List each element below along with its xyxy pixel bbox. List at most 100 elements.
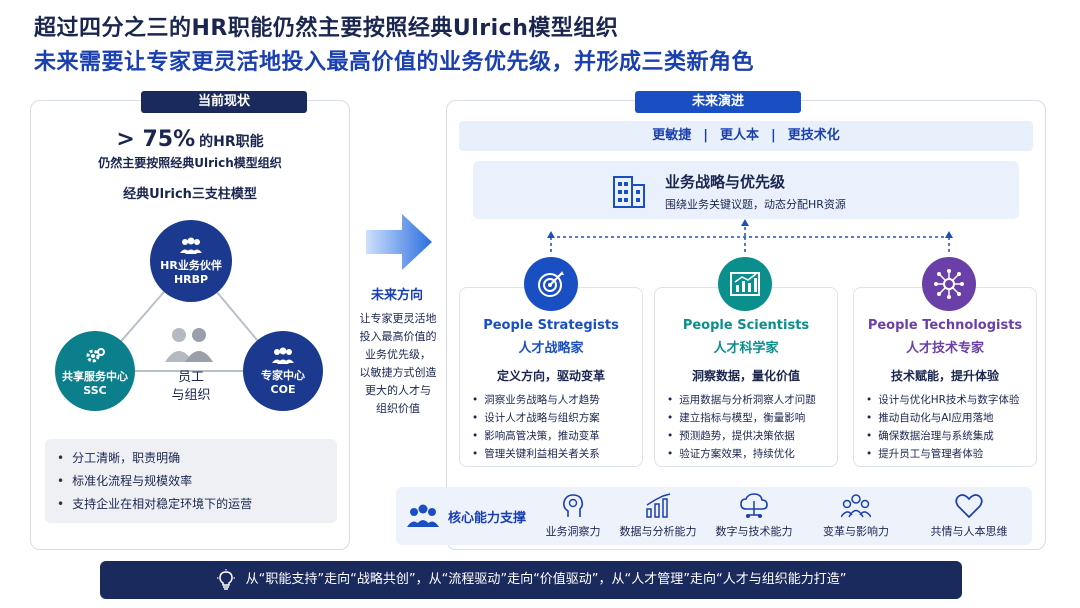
future-attributes-banner: 更敏捷 | 更人本 | 更技术化 bbox=[459, 121, 1033, 151]
role-title-en: People Strategists bbox=[483, 318, 619, 333]
stat-percent: > 75% bbox=[116, 127, 196, 152]
coe-label-cn: 专家中心 bbox=[261, 368, 305, 382]
footer-summary-bar: 从“职能支持”走向“战略共创”，从“流程驱动”走向“价值驱动”，从“人才管理”走… bbox=[100, 561, 962, 599]
right-arrow-icon bbox=[366, 214, 432, 270]
list-item: 管理关键利益相关者关系 bbox=[472, 445, 600, 463]
pillar-triangle bbox=[92, 259, 286, 372]
attribute-tech: 更技术化 bbox=[787, 128, 840, 143]
list-item: 分工清晰，职责明确 bbox=[57, 447, 325, 470]
list-item: 标准化流程与规模效率 bbox=[57, 470, 325, 493]
ssc-label-cn: 共享服务中心 bbox=[62, 369, 128, 383]
list-item: 推动自动化与AI应用落地 bbox=[866, 409, 1019, 427]
attribute-agile: 更敏捷 bbox=[652, 128, 692, 143]
role-title-cn: 人才战略家 bbox=[518, 341, 584, 356]
direction-line: 更大的人才与 bbox=[365, 384, 431, 397]
direction-line: 以敏捷方式创造 bbox=[359, 366, 437, 379]
brain-head-icon bbox=[563, 494, 584, 517]
role-title-en: People Scientists bbox=[682, 318, 810, 333]
attribute-human: 更人本 bbox=[719, 128, 759, 143]
core-capabilities-bar: 核心能力支撑 业务洞察力 数据与分析能力 数字与技术能力 bbox=[396, 487, 1032, 545]
direction-line: 组织价值 bbox=[376, 402, 420, 415]
list-item: 影响高管决策，推动变革 bbox=[472, 427, 600, 445]
future-state-panel: 未来演进 更敏捷 | 更人本 | 更技术化 业务战略与优先级 围绕业务关键议题，动态分配… bbox=[446, 91, 1046, 550]
core-capabilities-title: 核心能力支撑 bbox=[448, 511, 527, 526]
ssc-label-en: SSC bbox=[83, 383, 107, 397]
coe-label-en: COE bbox=[270, 382, 296, 396]
list-item: 运用数据与分析洞察人才问题 bbox=[667, 391, 816, 409]
people-influence-icon bbox=[841, 494, 871, 518]
strategy-subtitle: 围绕业务关键议题，动态分配HR资源 bbox=[665, 198, 846, 211]
role-card-technologists: People Technologists 人才技术专家 技术赋能，提升体验 设计… bbox=[853, 287, 1037, 467]
capability-label: 变革与影响力 bbox=[823, 525, 889, 538]
analytics-icon bbox=[646, 493, 671, 518]
stat-headline: > 75%的HR职能 bbox=[31, 127, 349, 152]
role-description: 洞察数据，量化价值 bbox=[691, 369, 800, 383]
current-state-panel: 当前现状 > 75%的HR职能 仍然主要按照经典Ulrich模型组织 经典Ulr… bbox=[30, 91, 350, 550]
capability-data-analytics: 数据与分析能力 bbox=[618, 493, 698, 539]
lightbulb-icon bbox=[216, 568, 235, 590]
role-card-scientists: People Scientists 人才科学家 洞察数据，量化价值 运用数据与分… bbox=[654, 287, 838, 467]
future-state-tag: 未来演进 bbox=[635, 91, 801, 113]
role-duties-list: 洞察业务战略与人才趋势 设计人才战略与组织方案 影响高管决策，推动变革 管理关键… bbox=[472, 391, 600, 463]
business-strategy-box: 业务战略与优先级 围绕业务关键议题，动态分配HR资源 bbox=[473, 161, 1019, 219]
capability-change-influence: 变革与影响力 bbox=[816, 493, 896, 539]
building-icon bbox=[613, 176, 645, 208]
role-title-en: People Technologists bbox=[867, 318, 1023, 333]
direction-title: 未来方向 bbox=[370, 288, 423, 303]
gear-icon bbox=[86, 347, 105, 362]
employees-icon bbox=[165, 328, 213, 362]
current-state-tag: 当前现状 bbox=[141, 91, 307, 113]
people-group-icon bbox=[180, 237, 202, 254]
network-icon bbox=[922, 257, 976, 311]
capability-empathy: 共情与人本思维 bbox=[924, 493, 1014, 539]
list-item: 支持企业在相对稳定环境下的运营 bbox=[57, 493, 325, 516]
role-duties-list: 设计与优化HR技术与数字体验 推动自动化与AI应用落地 确保数据治理与系统集成 … bbox=[866, 391, 1019, 463]
heart-icon bbox=[955, 494, 983, 519]
org-label: 与组织 bbox=[171, 388, 211, 403]
direction-line: 投入最高价值的 bbox=[359, 330, 437, 343]
cloud-network-icon bbox=[740, 493, 768, 518]
stat-subtitle: 仍然主要按照经典Ulrich模型组织 bbox=[98, 156, 282, 170]
hrbp-label-en: HRBP bbox=[173, 272, 209, 286]
direction-text: 让专家更灵活地 投入最高价值的 业务优先级， 以敏捷方式创造 更大的人才与 组织… bbox=[352, 310, 444, 418]
role-duties-list: 运用数据与分析洞察人才问题 建立指标与模型，衡量影响 预测趋势，提供决策依据 验… bbox=[667, 391, 816, 463]
list-item: 设计人才战略与组织方案 bbox=[472, 409, 600, 427]
team-support-icon bbox=[407, 504, 439, 527]
hrbp-label-cn: HR业务伙伴 bbox=[160, 258, 222, 272]
capability-label: 业务洞察力 bbox=[545, 525, 601, 538]
list-item: 建立指标与模型，衡量影响 bbox=[667, 409, 816, 427]
separator: | bbox=[703, 128, 708, 143]
separator: | bbox=[771, 128, 776, 143]
list-item: 洞察业务战略与人才趋势 bbox=[472, 391, 600, 409]
role-description: 定义方向，驱动变革 bbox=[496, 369, 605, 383]
list-item: 预测趋势，提供决策依据 bbox=[667, 427, 816, 445]
coe-circle: 专家中心 COE bbox=[243, 331, 323, 411]
capability-label: 数据与分析能力 bbox=[619, 525, 697, 538]
title-line-2: 未来需要让专家更灵活地投入最高价值的业务优先级，并形成三类新角色 bbox=[34, 50, 755, 75]
role-card-strategists: People Strategists 人才战略家 定义方向，驱动变革 洞察业务战… bbox=[459, 287, 643, 467]
strategy-title: 业务战略与优先级 bbox=[665, 173, 786, 191]
stat-label: 的HR职能 bbox=[199, 134, 264, 150]
title-line-1: 超过四分之三的HR职能仍然主要按照经典Ulrich模型组织 bbox=[34, 16, 619, 41]
role-description: 技术赋能，提升体验 bbox=[890, 369, 999, 383]
capability-digital-tech: 数字与技术能力 bbox=[714, 493, 794, 539]
current-traits-list: 分工清晰，职责明确 标准化流程与规模效率 支持企业在相对稳定环境下的运营 bbox=[45, 439, 337, 523]
role-title-cn: 人才技术专家 bbox=[905, 341, 984, 356]
capability-label: 共情与人本思维 bbox=[930, 525, 1008, 538]
connector-lines bbox=[547, 219, 953, 253]
list-item: 验证方案效果，持续优化 bbox=[667, 445, 816, 463]
target-icon bbox=[524, 257, 578, 311]
direction-line: 让专家更灵活地 bbox=[359, 312, 437, 325]
employee-org-label: 员工 与组织 bbox=[161, 369, 221, 405]
list-item: 确保数据治理与系统集成 bbox=[866, 427, 1019, 445]
hrbp-circle: HR业务伙伴 HRBP bbox=[150, 220, 232, 302]
capability-business-insight: 业务洞察力 bbox=[542, 493, 604, 539]
role-title-cn: 人才科学家 bbox=[713, 341, 779, 356]
team-icon bbox=[272, 347, 294, 364]
list-item: 设计与优化HR技术与数字体验 bbox=[866, 391, 1019, 409]
direction-line: 业务优先级， bbox=[365, 348, 431, 361]
employee-label: 员工 bbox=[177, 370, 204, 385]
ssc-circle: 共享服务中心 SSC bbox=[55, 331, 135, 411]
capability-label: 数字与技术能力 bbox=[715, 525, 793, 538]
model-title: 经典Ulrich三支柱模型 bbox=[123, 187, 257, 202]
